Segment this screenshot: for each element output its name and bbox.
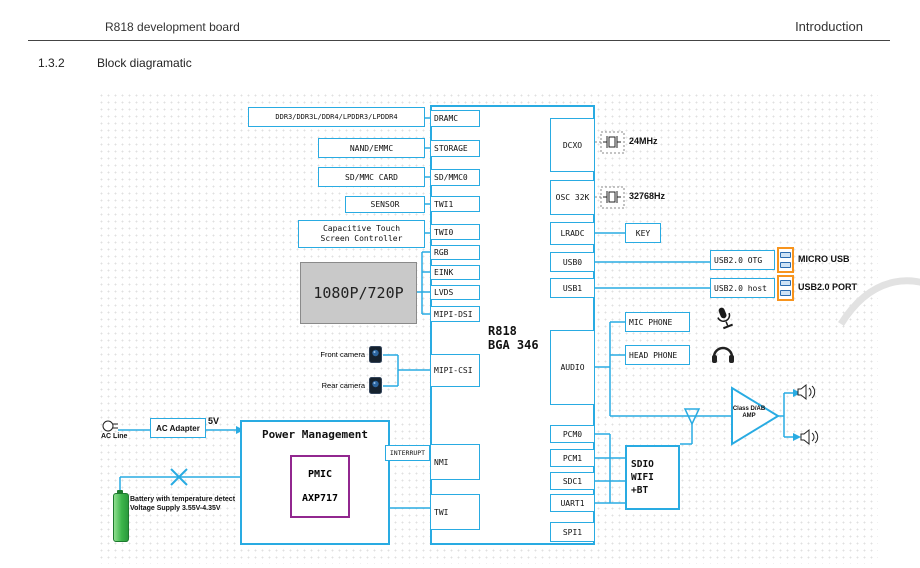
touch-controller-line2: Screen Controller xyxy=(320,234,403,243)
amp-label-line2: AMP xyxy=(742,413,756,419)
port-spi1: SPI1 xyxy=(550,522,595,542)
headphone-icon xyxy=(712,346,734,363)
usb-connector-icon xyxy=(780,261,791,268)
micro-usb-connector-icon xyxy=(777,247,794,273)
battery-icon xyxy=(113,490,129,542)
ac-line-label: AC Line xyxy=(101,433,128,440)
usb-connector-icon xyxy=(780,252,791,259)
key-block: KEY xyxy=(625,223,661,243)
voltage-5v-label: 5V xyxy=(208,416,220,426)
rear-camera-icon xyxy=(369,377,382,394)
header-rule xyxy=(28,40,890,41)
usb-connector-icon xyxy=(780,289,791,296)
port-twi: TWI xyxy=(430,494,480,530)
head-phone-block: HEAD PHONE xyxy=(625,345,690,365)
touch-controller-line1: Capacitive Touch xyxy=(322,224,401,233)
port-pcm1: PCM1 xyxy=(550,449,595,467)
ac-adapter-block: AC Adapter xyxy=(150,418,206,438)
front-camera-label: Front camera xyxy=(320,350,365,359)
speaker-icon xyxy=(800,428,819,446)
port-eink: EINK xyxy=(430,265,480,280)
port-mipi-csi: MIPI-CSI xyxy=(430,354,480,387)
port-osc32k: OSC 32K xyxy=(550,180,595,215)
section-title: Block diagramatic xyxy=(97,56,192,70)
section-number: 1.3.2 xyxy=(38,56,65,70)
microphone-icon xyxy=(717,307,734,330)
xtal-24mhz-label: 24MHz xyxy=(629,136,658,146)
port-twi0: TWI0 xyxy=(430,224,480,240)
soc-chip-title: R818 BGA 346 xyxy=(488,324,550,352)
port-sdc1: SDC1 xyxy=(550,472,595,490)
port-audio: AUDIO xyxy=(550,330,595,405)
nand-emmc-block: NAND/EMMC xyxy=(318,138,425,158)
pmic-line1: PMIC xyxy=(307,469,333,481)
port-twi1: TWI1 xyxy=(430,196,480,212)
header-doc-title: R818 development board xyxy=(105,20,240,34)
port-usb1: USB1 xyxy=(550,278,595,298)
mic-phone-block: MIC PHONE xyxy=(625,312,690,332)
xtal-32768hz-label: 32768Hz xyxy=(629,191,666,201)
usb-port-label: USB2.0 PORT xyxy=(798,282,858,292)
port-lvds: LVDS xyxy=(430,285,480,300)
pmic-block: PMIC AXP717 xyxy=(290,455,350,518)
port-storage: STORAGE xyxy=(430,140,480,157)
sensor-block: SENSOR xyxy=(345,196,425,213)
port-nmi: NMI xyxy=(430,444,480,480)
amp-triangle xyxy=(731,386,780,446)
port-uart1: UART1 xyxy=(550,494,595,512)
interrupt-block: INTERRUPT xyxy=(385,445,430,461)
block-diagram: R818 BGA 346 DRAMC STORAGE SD/MMC0 TWI1 … xyxy=(98,92,920,564)
display-panel-block: 1080P/720P xyxy=(300,262,417,324)
port-usb0: USB0 xyxy=(550,252,595,272)
port-dramc: DRAMC xyxy=(430,110,480,127)
port-mipi-dsi: MIPI-DSI xyxy=(430,306,480,322)
chip-name: R818 xyxy=(488,324,517,338)
usb-connector-icon xyxy=(780,280,791,287)
micro-usb-label: MICRO USB xyxy=(798,254,850,264)
ac-plug-icon xyxy=(102,420,118,432)
port-lradc: LRADC xyxy=(550,222,595,245)
touch-controller-block: Capacitive Touch Screen Controller xyxy=(298,220,425,248)
port-dcxo: DCXO xyxy=(550,118,595,172)
pmic-line2: AXP717 xyxy=(301,492,339,504)
sdio-wifi-bt-block: SDIO WIFI +BT xyxy=(625,445,680,510)
ddr-block: DDR3/DDR3L/DDR4/LPDDR3/LPDDR4 xyxy=(248,107,425,127)
port-pcm0: PCM0 xyxy=(550,425,595,443)
front-camera-icon xyxy=(369,346,382,363)
wifi-label-line1: SDIO WIFI xyxy=(631,459,654,483)
amp-label: Class D/AB AMP xyxy=(732,406,766,420)
rear-camera-label: Rear camera xyxy=(321,381,365,390)
usb-otg-block: USB2.0 OTG xyxy=(710,250,775,270)
port-sdmmc0: SD/MMC0 xyxy=(430,169,480,186)
port-rgb: RGB xyxy=(430,245,480,260)
usb-port-connector-icon xyxy=(777,275,794,301)
sd-card-block: SD/MMC CARD xyxy=(318,167,425,187)
header-chapter: Introduction xyxy=(795,19,863,34)
battery-label-line1: Battery with temperature detect xyxy=(130,496,236,503)
speaker-icon xyxy=(797,383,816,401)
chip-package: BGA 346 xyxy=(488,338,539,352)
usb-host-block: USB2.0 host xyxy=(710,278,775,298)
amp-label-line1: Class D/AB xyxy=(732,406,766,412)
watermark-swoosh xyxy=(838,277,920,326)
battery-label-line2: Voltage Supply 3.55V-4.35V xyxy=(130,505,221,512)
wifi-label-line2: +BT xyxy=(631,485,649,496)
